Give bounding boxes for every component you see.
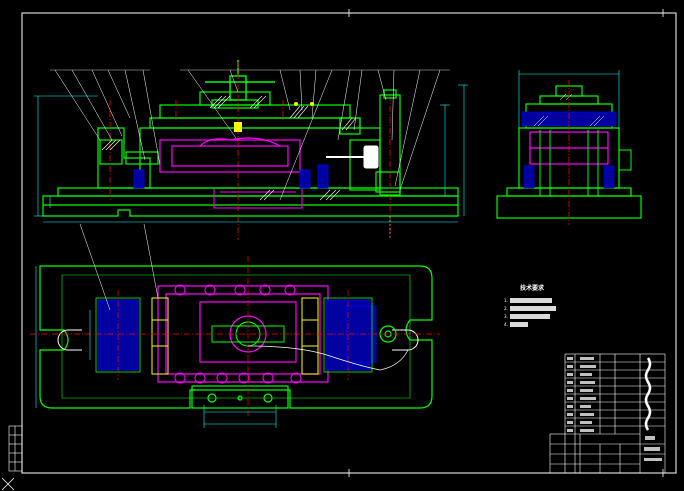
top-view-u-slots [57,329,419,351]
front-view-main-body [139,91,381,189]
top-view-dimensions [35,266,277,428]
technical-requirements: 技术要求 1. 2. 3. 4. [504,284,556,327]
top-view-centerlines [30,256,440,416]
tech-req-item-1: 1. [504,298,508,303]
side-view-right-knob [618,149,632,171]
front-view-bolts [133,164,329,189]
top-view-bolt-holes [174,284,302,384]
front-view-tbar-handle [205,60,275,101]
front-view-hatch-sections [101,95,357,201]
top-view-bottom-bracket [191,385,289,409]
side-view-dimensions [518,70,620,128]
front-view-clamp-knob [326,145,379,169]
tech-req-item-4: 4. [504,322,508,327]
front-view-dimensions [34,84,468,223]
front-view-leader-lines [50,69,450,201]
top-view-leader-lines [79,223,159,311]
margin-stamp-boxes [8,425,23,472]
tech-req-item-2: 2. [504,306,508,311]
front-view-workpiece [159,137,301,173]
side-view-verticals [539,130,599,196]
side-view-hatches [533,93,605,127]
front-view-left-bracket [97,127,159,189]
drawing-frame [21,12,677,474]
title-block-wave-column [644,357,652,431]
x-mark-icon [1,477,15,491]
front-view-right-clamp [339,89,401,196]
front-view-centerlines [109,62,391,240]
tech-requirements-lines: 1. 2. 3. 4. [504,298,556,327]
tech-requirements-title: 技术要求 [520,284,545,292]
front-view-highlights [234,102,314,132]
frame-ticks [348,9,664,477]
front-view [34,60,468,240]
top-view [30,223,440,428]
title-block-text-marks [567,357,662,461]
side-view [496,70,642,225]
top-view-sweep-curve [247,345,409,371]
tech-req-item-3: 3. [504,314,508,319]
top-view-side-clamps [151,297,319,375]
